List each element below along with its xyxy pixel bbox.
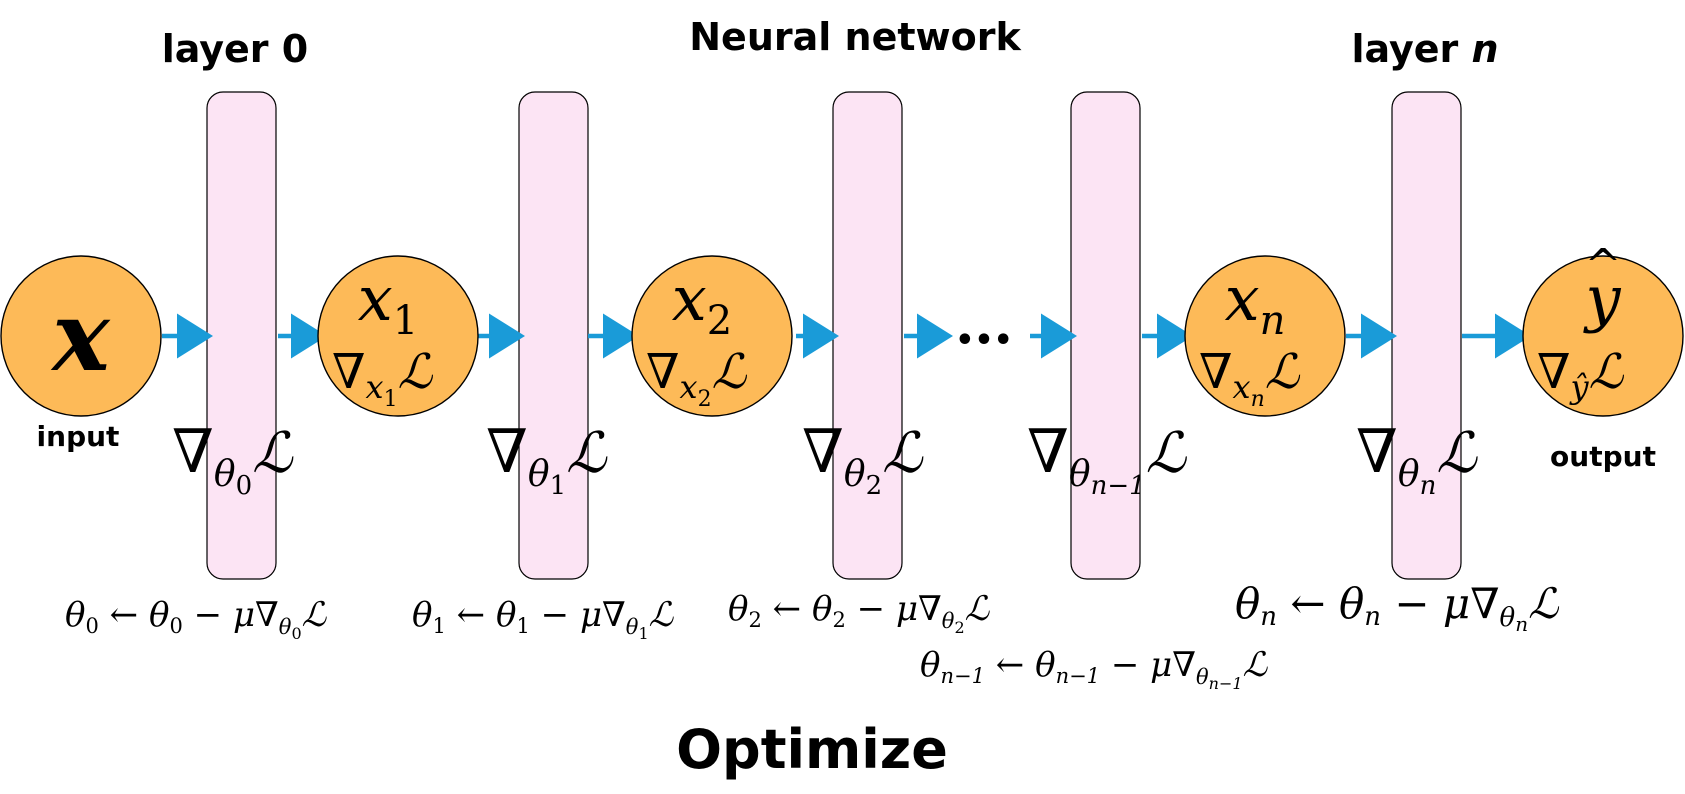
input-label: input — [37, 420, 120, 453]
nodes: x x1∇x1ℒ x2∇x2ℒ xn∇xnℒ y^ ∇ŷℒ — [0, 240, 1684, 417]
layer-bar-4 — [1391, 91, 1462, 580]
node-circle — [1522, 255, 1684, 417]
node-gradient: ∇ŷℒ — [1537, 344, 1625, 406]
node-gradient: ∇x1ℒ — [332, 344, 434, 412]
update-eq-0: θ0 ← θ0 − μ∇θ0ℒ — [65, 595, 328, 643]
node-4: y^ ∇ŷℒ — [1522, 240, 1684, 417]
layer-gradient-1: ∇θ1ℒ — [486, 417, 608, 501]
layer-bar-3 — [1070, 91, 1141, 580]
node-circle — [317, 255, 479, 417]
layer-bar-1 — [518, 91, 589, 580]
node-circle — [1184, 255, 1346, 417]
layer-gradient-3: ∇θn−1ℒ — [1027, 417, 1188, 501]
node-hat: ^ — [1585, 240, 1622, 291]
layer-gradient-2: ∇θ2ℒ — [802, 417, 924, 501]
diagram-title: Neural network — [689, 15, 1021, 59]
optimize-title: Optimize — [676, 718, 948, 781]
update-equations: θ0 ← θ0 − μ∇θ0ℒ θ1 ← θ1 − μ∇θ1ℒ θ2 ← θ2 − … — [65, 579, 1559, 693]
ellipsis: ••• — [955, 323, 1013, 358]
node-gradient: ∇x2ℒ — [646, 344, 748, 412]
node-circle — [0, 255, 162, 417]
node-circle — [631, 255, 793, 417]
layer-last-title: layer n — [1351, 27, 1498, 71]
update-eq-4: θn ← θn − μ∇θnℒ — [1235, 579, 1559, 636]
layer-bar-0 — [206, 91, 277, 580]
layer-first-title: layer 0 — [162, 27, 308, 71]
node-var: y — [1582, 262, 1621, 335]
layers — [206, 91, 1462, 580]
update-eq-3: θn−1 ← θn−1 − μ∇θn−1ℒ — [920, 645, 1269, 693]
node-2: x2∇x2ℒ — [631, 255, 793, 417]
node-3: xn∇xnℒ — [1184, 255, 1346, 417]
layer-bar-2 — [832, 91, 903, 580]
layer-last-title-prefix: layer — [1351, 27, 1471, 71]
node-var: x1 — [358, 262, 418, 344]
update-eq-2: θ2 ← θ2 − μ∇θ2ℒ — [728, 589, 991, 637]
layer-last-title-index: n — [1471, 27, 1498, 71]
layer-gradients: ∇θ0ℒ ∇θ1ℒ ∇θ2ℒ ∇θn−1ℒ ∇θnℒ — [172, 417, 1478, 501]
node-var: x — [50, 280, 111, 393]
layer-gradient-4: ∇θnℒ — [1356, 417, 1478, 501]
output-label: output — [1550, 440, 1656, 473]
node-0: x — [0, 255, 162, 417]
layer-gradient-0: ∇θ0ℒ — [172, 417, 294, 501]
node-gradient: ∇xnℒ — [1199, 344, 1301, 412]
node-var: xn — [1225, 262, 1286, 344]
update-eq-1: θ1 ← θ1 − μ∇θ1ℒ — [412, 595, 675, 643]
node-1: x1∇x1ℒ — [317, 255, 479, 417]
node-var: x2 — [672, 262, 732, 344]
